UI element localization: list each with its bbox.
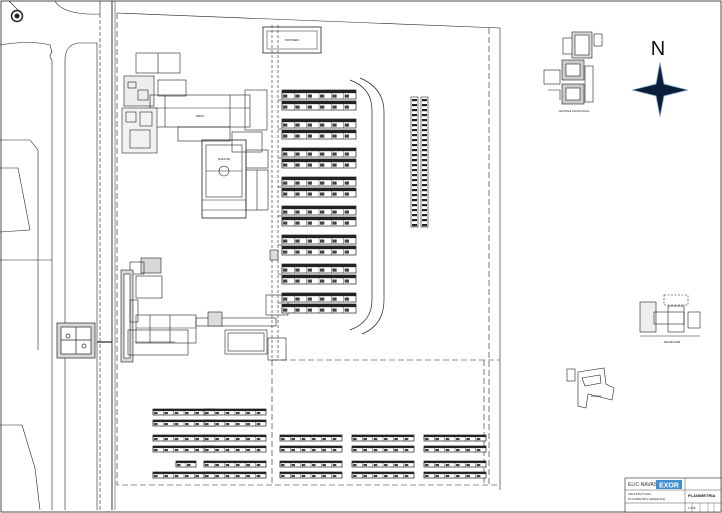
canteen-label: MENSA — [196, 115, 205, 118]
north-arrow: N — [631, 38, 689, 118]
south-lot-unit-row — [175, 460, 197, 468]
left-road — [0, 0, 116, 511]
south-lot-unit-row — [152, 408, 216, 416]
dormitory-row-south — [281, 274, 357, 285]
south-lot-blocks — [152, 408, 487, 479]
south-lot-unit-row — [423, 445, 487, 453]
dormitory-row-south — [281, 303, 357, 314]
dormitory-block — [278, 205, 357, 227]
south-lot-unit-row — [152, 434, 216, 442]
north-building-label: PORTINERIA — [285, 39, 300, 42]
dormitory-block — [278, 263, 357, 285]
south-lot-unit-row — [279, 434, 343, 442]
vertical-row-units — [410, 96, 429, 228]
south-lot-unit-row — [203, 434, 267, 442]
lower-right-building-label: ALLOGGI — [591, 395, 602, 398]
south-lot-unit-row — [423, 460, 487, 468]
south-lot-unit-row — [203, 408, 267, 416]
east-facility-label: DEPURATORE — [664, 341, 681, 344]
dormitory-row-north — [281, 292, 357, 303]
lower-right-building: ALLOGGI — [566, 367, 615, 409]
dormitory-blocks — [278, 89, 357, 314]
south-lot-unit-row — [279, 445, 343, 453]
south-lot-unit-row — [203, 460, 267, 468]
east-facility: DEPURATORE — [639, 294, 701, 344]
dormitory-block — [278, 118, 357, 140]
south-lot-unit-row — [351, 445, 415, 453]
northeast-facility-label: CENTRALE TECNOLOGICA — [559, 110, 590, 113]
dormitory-row-south — [281, 129, 357, 140]
north-star-icon — [631, 61, 689, 118]
dormitory-row-north — [281, 176, 357, 187]
title-block-badge — [656, 480, 682, 489]
title-block: ELIC-NAVAS EXOR ARCHITETTURA PLANIMETRIA… — [624, 477, 722, 513]
south-lot-unit-row — [351, 460, 415, 468]
title-block-subtitle: PLANIMETRIA GENERALE — [628, 497, 665, 501]
dormitory-row-south — [281, 216, 357, 227]
north-building: PORTINERIA — [262, 26, 322, 54]
gatehouse — [56, 322, 96, 359]
title-block-brand: ELIC-NAVAS — [628, 482, 658, 488]
dormitory-row-south — [281, 187, 357, 198]
south-lot-unit-row — [203, 445, 267, 453]
dormitory-block — [278, 176, 357, 198]
dormitory-row-north — [281, 147, 357, 158]
title-block-code: PLANIMETRIA — [688, 493, 715, 498]
dormitory-row-south — [281, 158, 357, 169]
sports-hall-label: PALESTRA — [218, 158, 231, 161]
dormitory-block — [278, 234, 357, 256]
dormitory-row-north — [281, 89, 357, 100]
south-lot-unit-row — [351, 471, 415, 479]
vertical-unit-column — [410, 96, 419, 228]
vertical-unit-column — [420, 96, 429, 228]
dormitory-row-north — [281, 118, 357, 129]
dormitory-block — [278, 89, 357, 111]
title-block-badge-text: EXOR — [659, 483, 679, 490]
south-lot-unit-row — [423, 471, 487, 479]
south-lot-unit-row — [423, 434, 487, 442]
dormitory-block — [278, 147, 357, 169]
south-lot-unit-row — [279, 460, 343, 468]
south-lot-unit-row — [203, 419, 267, 427]
south-lot-unit-row — [203, 471, 267, 479]
dormitory-row-south — [281, 245, 357, 256]
northeast-facility: CENTRALE TECNOLOGICA — [543, 31, 603, 113]
title-block-project: ARCHITETTURA — [628, 492, 651, 496]
south-lot-unit-row — [279, 471, 343, 479]
dormitory-block — [278, 292, 357, 314]
south-lot-unit-row — [351, 434, 415, 442]
dormitory-row-north — [281, 234, 357, 245]
dormitory-row-north — [281, 205, 357, 216]
north-letter: N — [651, 38, 665, 60]
survey-marker-icon — [10, 9, 24, 23]
main-complex: MENSA PALESTRA — [121, 52, 269, 219]
dormitory-row-south — [281, 100, 357, 111]
lower-left-wing — [120, 249, 289, 363]
dormitory-row-north — [281, 263, 357, 274]
curved-road — [349, 77, 385, 335]
